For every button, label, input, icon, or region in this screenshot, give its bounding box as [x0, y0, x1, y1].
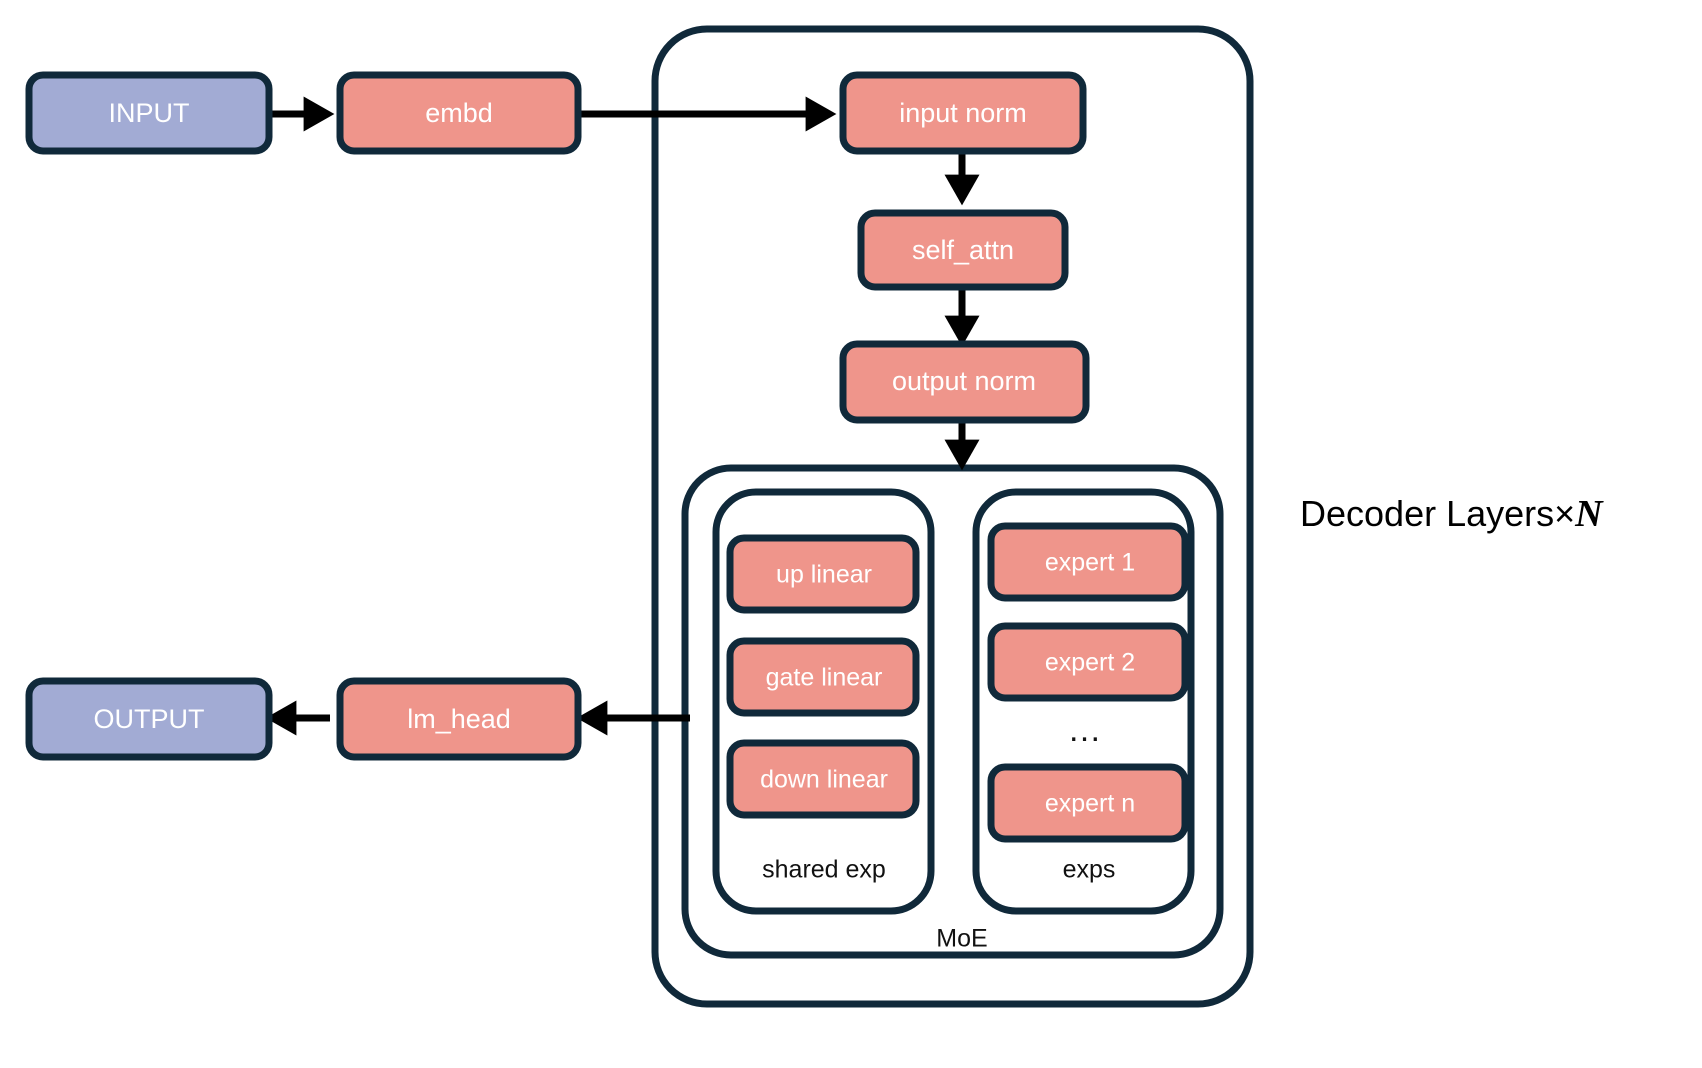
- node-input[interactable]: INPUT: [25, 71, 273, 155]
- decoder-layers-caption-main: Decoder Layers×: [1300, 493, 1575, 534]
- node-embd[interactable]: embd: [336, 71, 582, 155]
- node-gate-linear[interactable]: gate linear: [726, 637, 920, 717]
- node-gate-linear-rect[interactable]: [726, 637, 920, 717]
- node-lm-head-label: lm_head: [407, 704, 511, 734]
- node-output-label: OUTPUT: [94, 704, 205, 734]
- node-expert-1-rect[interactable]: [987, 522, 1189, 602]
- node-output[interactable]: OUTPUT: [25, 677, 273, 761]
- shared-expert-group: shared exp: [712, 488, 935, 915]
- node-expert-2-label: expert 2: [1045, 649, 1135, 677]
- node-expert-1-label: expert 1: [1045, 549, 1135, 577]
- shared-expert-border: [712, 488, 935, 915]
- node-embd-label: embd: [425, 98, 493, 128]
- decoder-layers-caption: Decoder Layers×N: [1300, 493, 1604, 535]
- node-input-norm[interactable]: input norm: [839, 71, 1087, 155]
- node-output-norm-rect[interactable]: [839, 340, 1090, 424]
- node-lm-head-rect[interactable]: [336, 677, 582, 761]
- node-expert-1[interactable]: expert 1: [987, 522, 1189, 602]
- node-embd-rect[interactable]: [336, 71, 582, 155]
- node-up-linear-rect[interactable]: [726, 534, 920, 614]
- node-up-linear[interactable]: up linear: [726, 534, 920, 614]
- node-output-norm-label: output norm: [892, 366, 1036, 396]
- node-gate-linear-label: gate linear: [766, 664, 883, 692]
- experts-border: [972, 488, 1195, 915]
- node-expert-2-rect[interactable]: [987, 622, 1189, 702]
- decoder-layer-group: [651, 25, 1254, 1008]
- shared-expert-label: shared exp: [762, 856, 886, 884]
- node-expert-n-label: expert n: [1045, 790, 1135, 818]
- node-input-norm-rect[interactable]: [839, 71, 1087, 155]
- experts-group: exps: [972, 488, 1195, 915]
- node-input-rect[interactable]: [25, 71, 273, 155]
- node-down-linear-label: down linear: [760, 766, 888, 794]
- node-down-linear[interactable]: down linear: [726, 739, 920, 819]
- moe-label: MoE: [936, 925, 987, 953]
- decoder-layers-caption-text: Decoder Layers×N: [1300, 493, 1604, 535]
- node-output-norm[interactable]: output norm: [839, 340, 1090, 424]
- node-input-norm-label: input norm: [899, 98, 1027, 128]
- experts-ellipsis: …: [1068, 711, 1105, 749]
- edges-layer: [265, 96, 980, 736]
- decoder-layers-caption-count: N: [1574, 493, 1604, 535]
- node-output-rect[interactable]: [25, 677, 273, 761]
- node-expert-n-rect[interactable]: [987, 763, 1189, 843]
- node-lm-head[interactable]: lm_head: [336, 677, 582, 761]
- node-expert-2[interactable]: expert 2: [987, 622, 1189, 702]
- node-self-attn-label: self_attn: [912, 235, 1014, 265]
- decoder-layer-border: [651, 25, 1254, 1008]
- node-down-linear-rect[interactable]: [726, 739, 920, 819]
- experts-label: exps: [1063, 856, 1116, 884]
- node-expert-n[interactable]: expert n: [987, 763, 1189, 843]
- node-self-attn-rect[interactable]: [857, 209, 1069, 291]
- node-up-linear-label: up linear: [776, 561, 872, 589]
- node-input-label: INPUT: [109, 98, 190, 128]
- node-self-attn[interactable]: self_attn: [857, 209, 1069, 291]
